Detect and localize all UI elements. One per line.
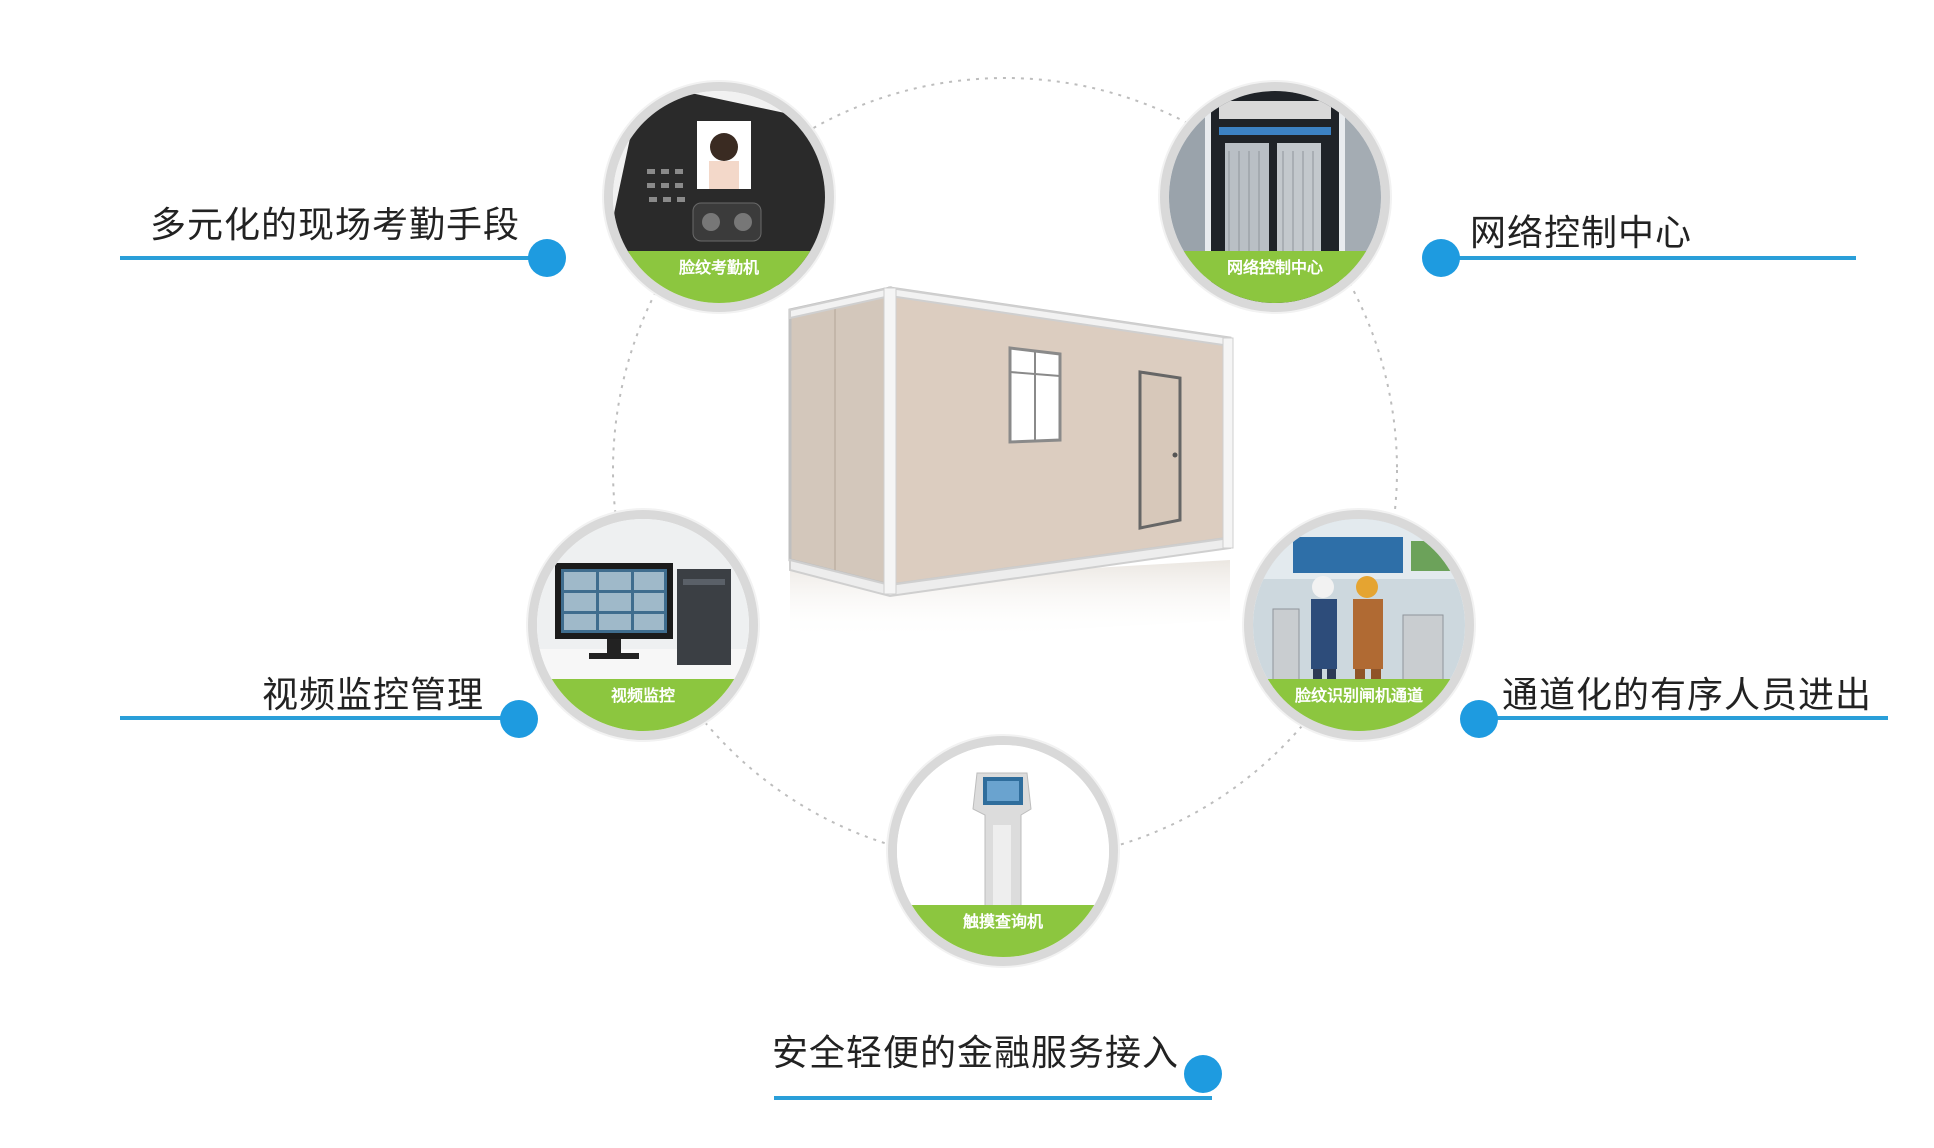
finance-dot xyxy=(1184,1055,1222,1093)
network-underline xyxy=(1444,256,1856,260)
video-surveillance-caption: 视频监控 xyxy=(537,679,749,731)
face-gate-badge: 脸纹识别闸机通道 xyxy=(1244,510,1474,740)
gate-underline xyxy=(1488,716,1888,720)
network-dot xyxy=(1422,239,1460,277)
attendance-feature-label: 多元化的现场考勤手段 xyxy=(150,205,521,246)
gate-feature-label: 通道化的有序人员进出 xyxy=(1502,675,1873,716)
face-gate-caption: 脸纹识别闸机通道 xyxy=(1253,679,1465,731)
finance-underline xyxy=(774,1096,1212,1100)
attendance-dot xyxy=(528,239,566,277)
container-house-image xyxy=(788,286,1234,640)
attendance-underline xyxy=(120,256,542,260)
gate-dot xyxy=(1460,700,1498,738)
video-feature-label: 视频监控管理 xyxy=(262,675,485,716)
network-control-caption: 网络控制中心 xyxy=(1169,251,1381,303)
network-feature-label: 网络控制中心 xyxy=(1470,213,1693,254)
finance-feature-label: 安全轻便的金融服务接入 xyxy=(772,1033,1180,1074)
video-underline xyxy=(120,716,524,720)
video-surveillance-badge: 视频监控 xyxy=(528,510,758,740)
face-attendance-caption: 脸纹考勤机 xyxy=(613,251,825,303)
touch-kiosk-badge: 触摸查询机 xyxy=(888,736,1118,966)
video-dot xyxy=(500,700,538,738)
network-control-badge: 网络控制中心 xyxy=(1160,82,1390,312)
touch-kiosk-caption: 触摸查询机 xyxy=(897,905,1109,957)
face-attendance-badge: 脸纹考勤机 xyxy=(604,82,834,312)
